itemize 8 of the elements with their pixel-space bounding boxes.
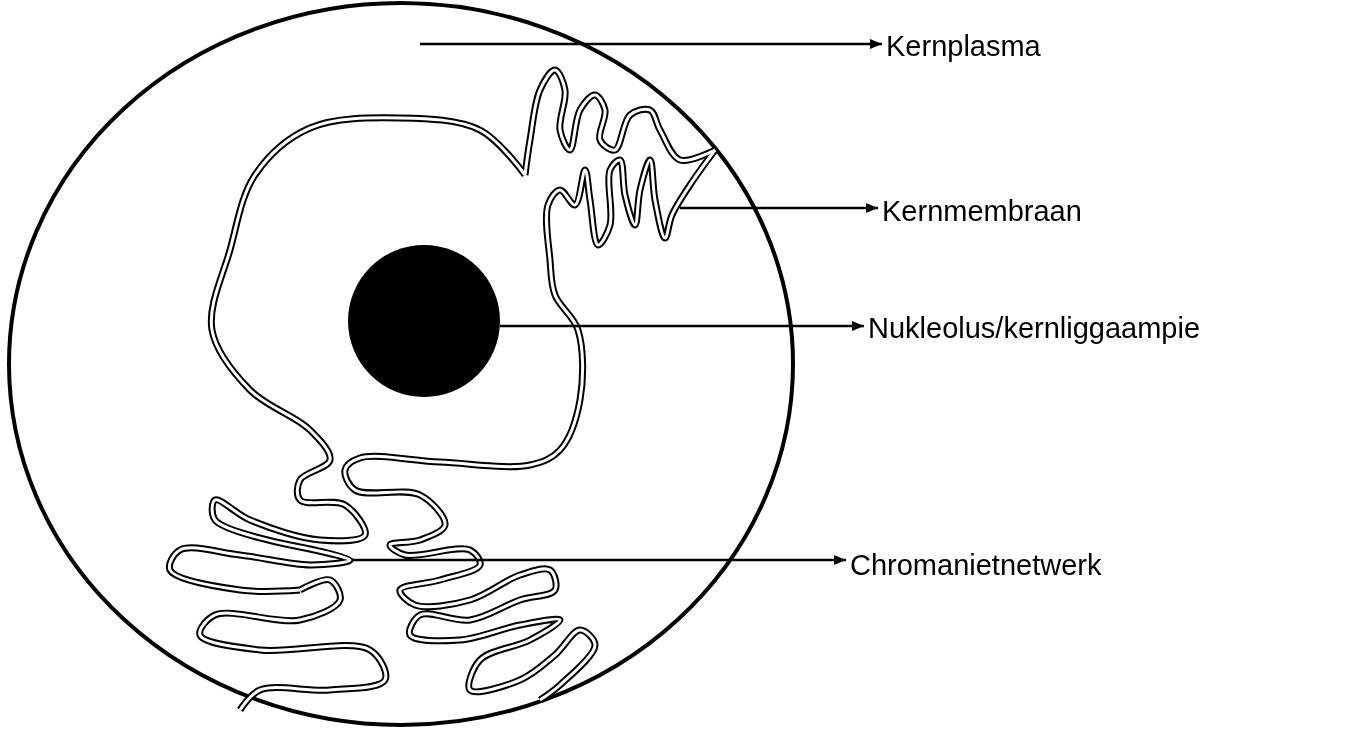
label-text: Kernmembraan	[882, 194, 1082, 228]
label-text: Chromanietnetwerk	[850, 548, 1102, 582]
label-text: Kernplasma	[886, 29, 1041, 63]
leader-arrow	[420, 39, 882, 49]
leader-arrow	[680, 203, 878, 213]
leader-arrow	[500, 321, 864, 331]
leader-arrow	[352, 555, 846, 565]
label-text: Nukleolus/kernliggaampie	[868, 311, 1201, 345]
